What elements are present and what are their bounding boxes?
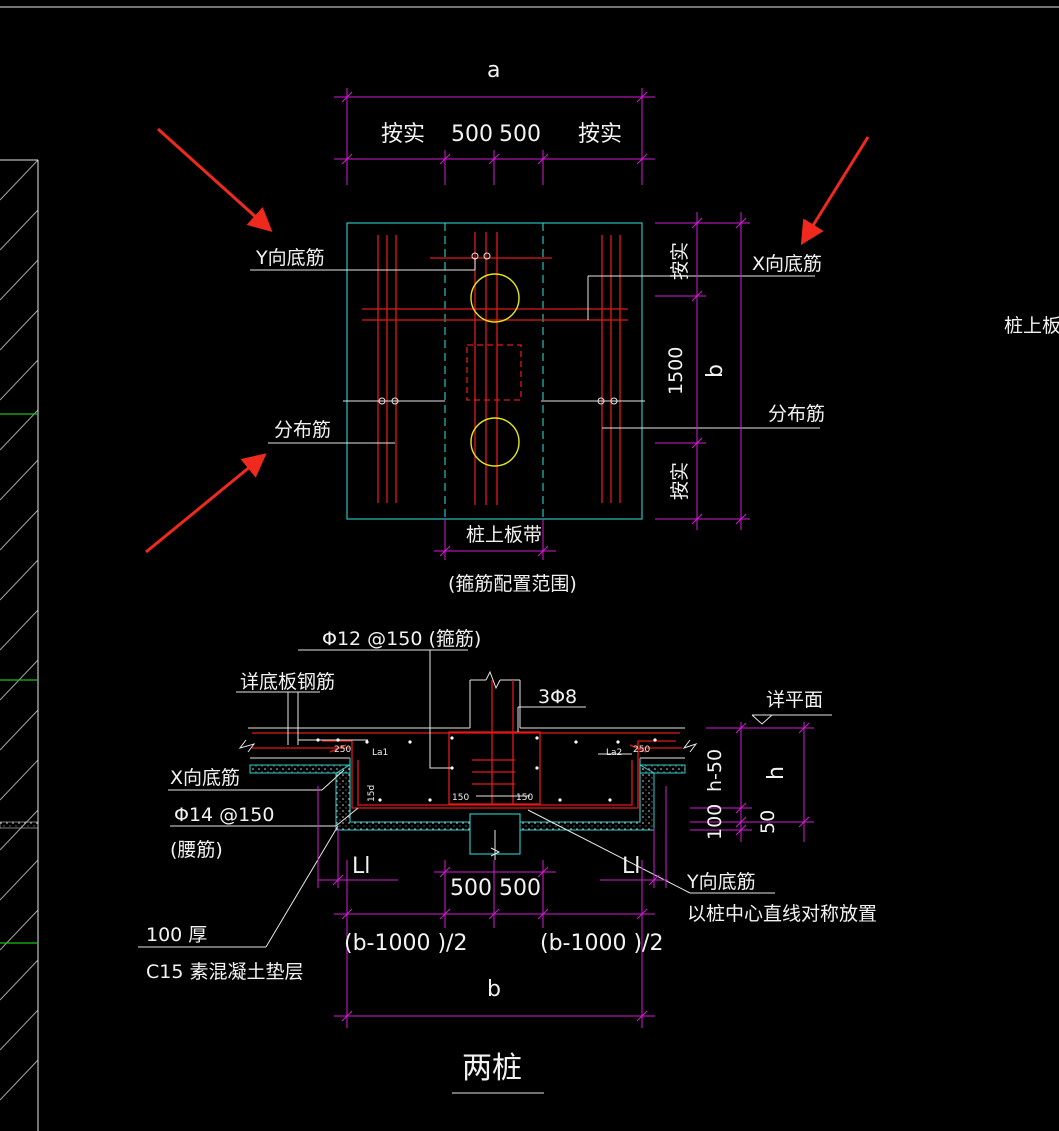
- plan-dim-left: 按实: [381, 122, 425, 147]
- plan-dim-bottom: [434, 519, 556, 560]
- tag-250-right: 250: [633, 745, 650, 755]
- pile-circle-top: [470, 273, 520, 323]
- section-label-sym: 以桩中心直线对称放置: [687, 903, 877, 925]
- section-beam: [349, 758, 641, 860]
- section-dim-height: [690, 722, 814, 842]
- section-label-cushion2: C15 素混凝土垫层: [146, 961, 303, 983]
- section-label-3phi8: 3Φ8: [538, 686, 577, 708]
- plan-side-1500: 1500: [665, 347, 687, 395]
- plan-label-right-cut: 桩上板带: [1004, 315, 1059, 337]
- pile-cap-outline: [346, 222, 643, 520]
- viewport-frame: [0, 6, 1059, 1131]
- plan-side-top: 按实: [669, 242, 691, 280]
- tag-150-right: 150: [516, 793, 533, 803]
- section-label-b: b: [487, 977, 501, 1002]
- plan-dim-500-2: 500: [499, 122, 541, 147]
- tag-15d: 15d: [367, 785, 377, 802]
- plan-dim-a: a: [487, 58, 500, 83]
- section-view: 250 La1 La2 250 15d 150 150 Φ12 @150: [138, 628, 877, 1028]
- section-label-waist2: (腰筋): [170, 839, 223, 861]
- arrow-to-y-rebar: [156, 127, 273, 233]
- plan-dim-right: 按实: [578, 122, 622, 147]
- section-label-slab-rebar: 详底板钢筋: [240, 671, 335, 693]
- section-label-h: h: [764, 766, 789, 780]
- section-label-half-left: (b-1000 )/2: [344, 931, 467, 956]
- plan-label-y-rebar: Y向底筋: [255, 247, 325, 269]
- tag-la2: La2: [606, 748, 622, 758]
- section-label-cushion1: 100 厚: [146, 924, 207, 946]
- section-label-waist: Φ14 @150: [174, 804, 274, 826]
- plan-label-stirrup-range: (箍筋配置范围): [448, 573, 577, 595]
- section-rebars: [298, 680, 676, 809]
- plan-view: a 按实 500 500 按实: [250, 58, 1059, 595]
- plan-label-dist-right: 分布筋: [768, 403, 825, 425]
- arrow-to-dist-rebar: [145, 453, 267, 554]
- plan-rebars: [362, 232, 628, 505]
- plan-dim-right-side: [655, 212, 750, 530]
- section-label-detail-plan: 详平面: [766, 689, 823, 711]
- left-hatched-strip: [0, 159, 39, 1101]
- plan-label-x-rebar: X向底筋: [752, 253, 822, 275]
- tag-la1: La1: [372, 748, 388, 758]
- tag-150-left: 150: [452, 793, 469, 803]
- section-label-ll-right: Ll: [622, 854, 640, 879]
- section-label-500b: 500: [499, 876, 541, 901]
- plan-dim-top: [334, 88, 655, 185]
- plan-side-bot: 按实: [669, 462, 691, 500]
- section-label-stirrup: Φ12 @150 (箍筋): [322, 628, 481, 650]
- section-label-y-rebar: Y向底筋: [686, 871, 756, 893]
- section-rebar-dots: [316, 736, 657, 802]
- plan-leaders: [250, 258, 820, 444]
- pile-circle-bottom: [470, 417, 520, 467]
- section-label-500a: 500: [450, 876, 492, 901]
- section-label-x-rebar: X向底筋: [170, 767, 240, 789]
- section-dim-bottom: [334, 860, 655, 1028]
- section-label-ll-left: Ll: [352, 854, 370, 879]
- plan-label-dist-left: 分布筋: [274, 419, 331, 441]
- drawing-title: 两桩: [462, 1051, 522, 1086]
- plan-label-pile-band: 桩上板带: [466, 524, 542, 546]
- arrow-to-x-rebar: [800, 136, 870, 246]
- section-label-h50: h-50: [704, 749, 726, 792]
- plan-rebar-dots: [343, 252, 645, 405]
- section-ll-dims: [317, 786, 668, 888]
- section-label-100: 100: [704, 804, 726, 840]
- annotation-arrows: [145, 127, 870, 554]
- section-leaders: [138, 649, 832, 948]
- plan-side-b: b: [703, 364, 728, 378]
- plan-dim-500-1: 500: [451, 122, 493, 147]
- tag-250-left: 250: [334, 745, 351, 755]
- section-label-50: 50: [757, 810, 779, 834]
- section-label-half-right: (b-1000 )/2: [540, 931, 663, 956]
- section-slab: [238, 670, 698, 759]
